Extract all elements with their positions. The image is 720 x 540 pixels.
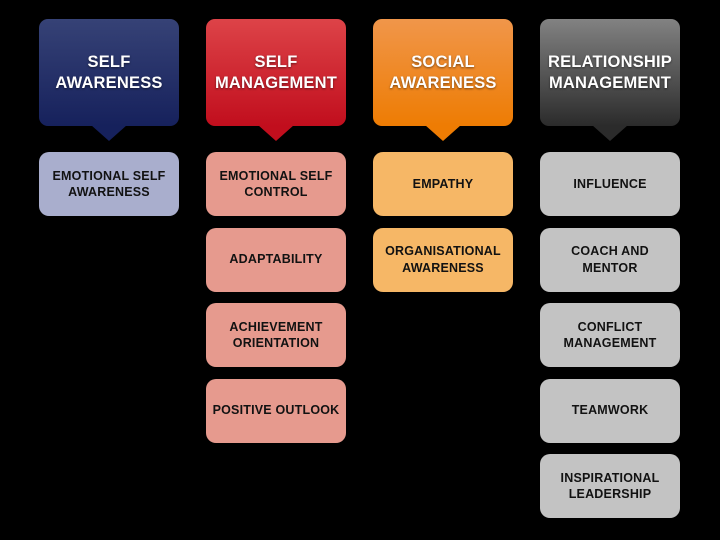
competency-label: EMOTIONAL SELF AWARENESS bbox=[52, 168, 166, 199]
competency-label: POSITIVE OUTLOOK bbox=[212, 403, 340, 418]
competency-box: EMOTIONAL SELF AWARENESS bbox=[39, 152, 179, 216]
competency-box: ACHIEVEMENT ORIENTATION bbox=[206, 303, 346, 367]
pointer-down-icon bbox=[91, 125, 127, 141]
pointer-down-icon bbox=[592, 125, 628, 141]
competency-box: CONFLICT MANAGEMENT bbox=[540, 303, 680, 367]
header-label: SELF MANAGEMENT bbox=[214, 52, 338, 92]
header-relationship-management: RELATIONSHIP MANAGEMENT bbox=[540, 19, 680, 141]
competency-box: POSITIVE OUTLOOK bbox=[206, 378, 346, 443]
competency-box: INSPIRATIONAL LEADERSHIP bbox=[540, 454, 680, 518]
competency-box: ORGANISATIONAL AWARENESS bbox=[373, 227, 513, 292]
competency-box: INFLUENCE bbox=[540, 152, 680, 216]
competency-label: INSPIRATIONAL LEADERSHIP bbox=[560, 470, 660, 501]
column-self-management: SELF MANAGEMENT EMOTIONAL SELF CONTROL A… bbox=[206, 19, 346, 518]
competency-label: COACH AND MENTOR bbox=[571, 244, 649, 275]
competency-list: EMOTIONAL SELF CONTROL ADAPTABILITY ACHI… bbox=[206, 152, 346, 443]
competency-box: TEAMWORK bbox=[540, 378, 680, 443]
header-label: SOCIAL AWARENESS bbox=[389, 52, 497, 92]
header-label: SELF AWARENESS bbox=[55, 52, 163, 92]
competency-list: INFLUENCE COACH AND MENTOR CONFLICT MANA… bbox=[540, 152, 680, 518]
column-relationship-management: RELATIONSHIP MANAGEMENT INFLUENCE COACH … bbox=[540, 19, 680, 518]
competency-box: COACH AND MENTOR bbox=[540, 227, 680, 292]
competency-label: INFLUENCE bbox=[573, 176, 647, 191]
competency-box: EMOTIONAL SELF CONTROL bbox=[206, 152, 346, 216]
competency-list: EMPATHY ORGANISATIONAL AWARENESS bbox=[373, 152, 513, 292]
competency-list: EMOTIONAL SELF AWARENESS bbox=[39, 152, 179, 216]
competency-label: EMPATHY bbox=[412, 176, 474, 191]
competency-label: EMOTIONAL SELF CONTROL bbox=[219, 168, 333, 199]
competency-label: ACHIEVEMENT ORIENTATION bbox=[229, 319, 323, 350]
pointer-down-icon bbox=[425, 125, 461, 141]
header-self-management: SELF MANAGEMENT bbox=[206, 19, 346, 141]
column-self-awareness: SELF AWARENESS EMOTIONAL SELF AWARENESS bbox=[39, 19, 179, 518]
competency-label: CONFLICT MANAGEMENT bbox=[563, 319, 657, 350]
column-social-awareness: SOCIAL AWARENESS EMPATHY ORGANISATIONAL … bbox=[373, 19, 513, 518]
header-social-awareness: SOCIAL AWARENESS bbox=[373, 19, 513, 141]
competency-label: ADAPTABILITY bbox=[229, 252, 323, 267]
header-self-awareness: SELF AWARENESS bbox=[39, 19, 179, 141]
pointer-down-icon bbox=[258, 125, 294, 141]
competency-box: EMPATHY bbox=[373, 152, 513, 216]
competency-label: TEAMWORK bbox=[571, 403, 649, 418]
ei-competency-diagram: SELF AWARENESS EMOTIONAL SELF AWARENESS … bbox=[39, 19, 680, 518]
header-label: RELATIONSHIP MANAGEMENT bbox=[547, 52, 672, 92]
competency-box: ADAPTABILITY bbox=[206, 227, 346, 292]
competency-label: ORGANISATIONAL AWARENESS bbox=[385, 244, 501, 275]
